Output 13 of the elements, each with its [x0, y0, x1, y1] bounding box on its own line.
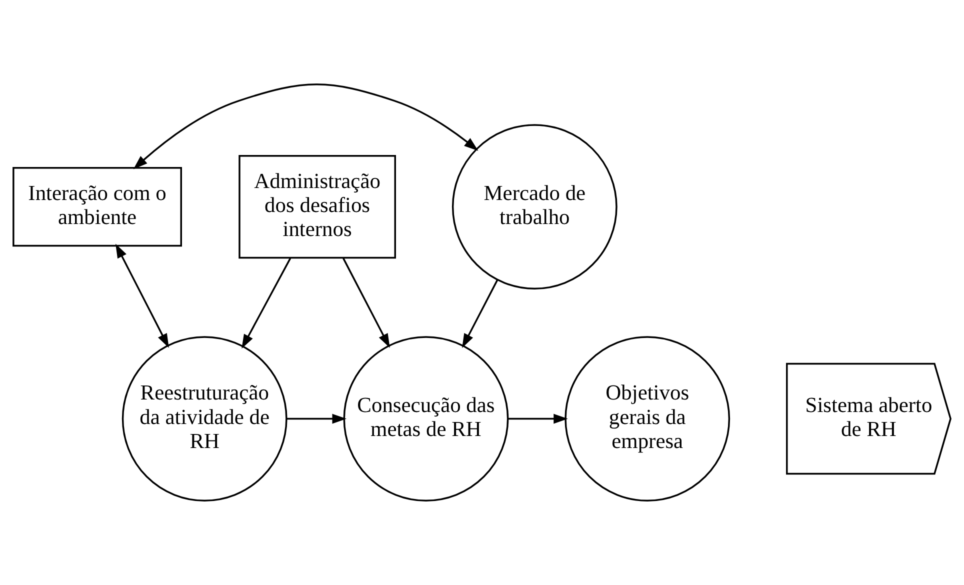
node-circle: Consecução das metas de RH — [343, 336, 509, 502]
arrow — [508, 414, 568, 424]
arrow — [286, 414, 346, 424]
arrow — [462, 280, 498, 348]
node-circle: Reestruturação da atividade de RH — [122, 336, 288, 502]
node-box: Interação com o ambiente — [12, 167, 182, 247]
node-circle: Objetivos gerais da empresa — [564, 336, 730, 502]
arrow — [242, 258, 292, 349]
arrow — [133, 84, 478, 170]
node-circle: Mercado de trabalho — [452, 124, 618, 290]
node-box: Administração dos desafios internos — [238, 154, 396, 259]
arrow — [342, 258, 390, 348]
arrow — [116, 244, 169, 348]
